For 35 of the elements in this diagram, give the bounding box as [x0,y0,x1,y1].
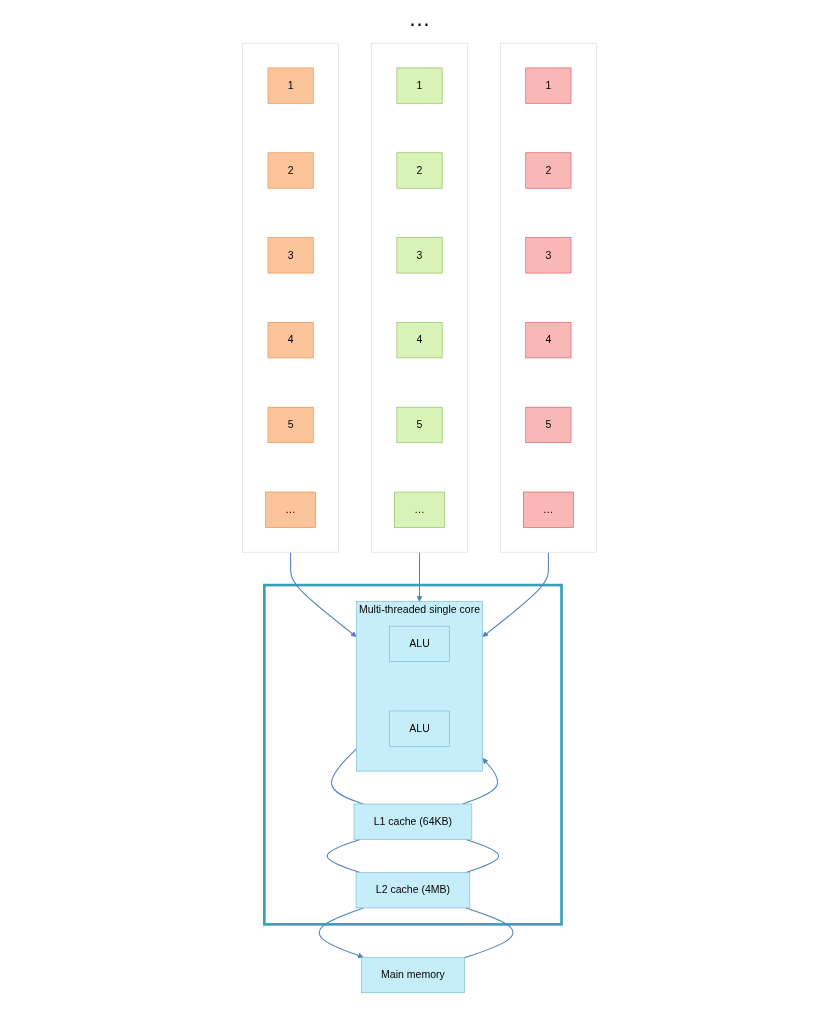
node-box: 5 [525,406,572,444]
cluster [500,42,597,553]
node-box: L1 cache (64KB) [353,803,473,840]
node-box: … [523,491,574,528]
node-box: 5 [396,406,443,444]
node-box: 4 [396,322,443,359]
connector [331,748,364,805]
node-box: 2 [396,152,443,189]
connector [464,907,514,959]
node-box: … [394,491,445,528]
arrow [318,907,364,959]
node-box: L2 cache (4MB) [355,872,471,909]
node-box: … [265,491,316,528]
cluster [242,42,339,553]
node-box: 2 [267,152,314,189]
node-box: 1 [525,67,572,104]
cluster [371,42,468,553]
node-box: Main memory [361,956,465,994]
node-box: ALU [389,710,450,747]
node-box: 3 [525,237,572,274]
node-box: 1 [267,67,314,104]
ellipsis-note: … [408,6,431,31]
node-box: 2 [525,152,572,189]
node-box: 5 [267,406,314,444]
node-box: 4 [267,322,314,359]
node-box: 4 [525,322,572,359]
node-box: 3 [267,237,314,274]
node-box: 3 [396,237,443,274]
node-box: 1 [396,67,443,104]
arrow [482,551,549,637]
arrow [416,551,423,602]
arrow [462,757,499,805]
node-box: ALU [389,625,450,662]
cluster [263,583,563,926]
arrow [290,551,357,637]
